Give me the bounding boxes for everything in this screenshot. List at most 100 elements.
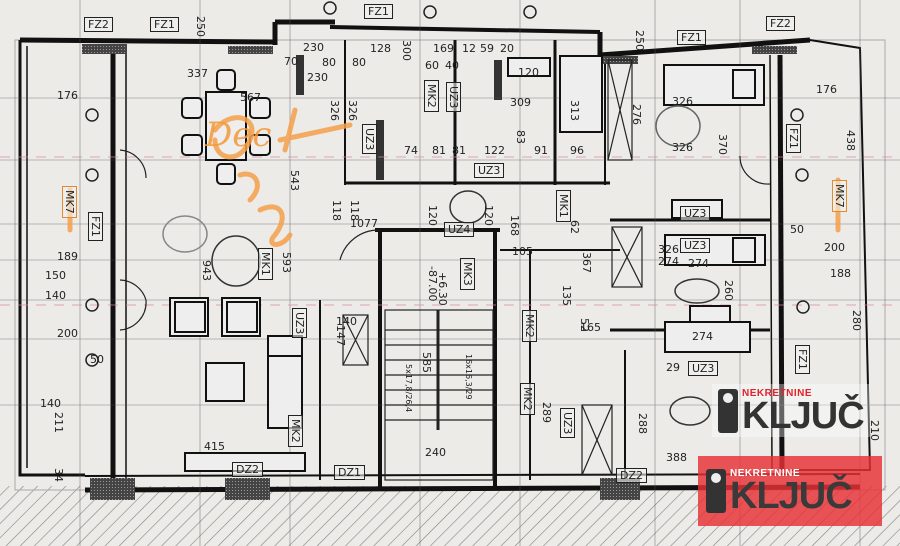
dim: 135 [560,285,573,306]
dim: 415 [204,440,225,453]
dim: 1077 [350,217,378,230]
watermark-brand: KLJUČ [742,395,865,437]
dim: 585 [420,352,433,373]
dim: 74 [404,144,418,157]
dim: 230 [303,41,324,54]
key-icon [718,388,738,433]
dim: 543 [288,170,301,191]
dim: 274 [692,330,713,343]
dim: 438 [844,130,857,151]
dim: 80 [352,56,366,69]
tag-fz1-right-top: FZ1 [677,30,706,45]
dim: 367 [580,252,593,273]
stair-label-b: 5x17,8/26,4 [404,364,413,413]
dim: 300 [400,40,413,61]
watermark-top-line: NEKRETNINE [742,388,813,399]
dim: 326 [672,141,693,154]
dim: 29 [666,361,680,374]
dim: 62 [568,220,581,234]
dim: 240 [425,446,446,459]
tag-fz1-center-top: FZ1 [364,4,393,19]
dim: 59 [480,42,494,55]
dim: 120 [426,205,439,226]
dim: 83 [514,130,527,144]
dim: 140 [40,397,61,410]
dim: 210 [868,420,881,441]
tag-mk7-right: MK7 [832,180,847,212]
tag-uz3-f: UZ3 [688,361,719,376]
tag-dz1: DZ1 [334,465,366,480]
dim: 176 [57,89,78,102]
dim: 326 [346,100,359,121]
tag-mk3-stair: MK3 [460,258,475,290]
dim: 140 [45,289,66,302]
dim: 260 [722,280,735,301]
dim: 168 [508,215,521,236]
dim: 188 [830,267,851,280]
tag-uz3-g: UZ3 [292,308,307,339]
dim: 150 [45,269,66,282]
dim: 313 [568,100,581,121]
tag-uz3-c: UZ3 [474,163,505,178]
tag-dz2-right: DZ2 [616,468,648,483]
dim: 12 [462,42,476,55]
tag-mk2-center: MK2 [522,310,537,342]
tag-mk7-left: MK7 [62,186,77,218]
dim: 70 [284,55,298,68]
dim: 276 [630,104,643,125]
dim: 309 [510,96,531,109]
dim: 230 [307,71,328,84]
watermark-top-line: NEKRETNINE [730,468,801,480]
dim: 91 [534,144,548,157]
dim: 943 [200,260,213,281]
tag-fz1-left-side: FZ1 [88,212,103,241]
tag-uz3-a: UZ3 [446,82,461,113]
tag-uz3-h: UZ3 [560,408,575,439]
tag-fz2-left: FZ2 [84,17,113,32]
tag-mk2-left-bath: MK2 [288,415,303,447]
dim: 52 [578,318,591,332]
stair-label-a: 16x16,3/29 [464,354,473,400]
dim: 40 [445,59,459,72]
dim: 165 [580,321,601,334]
tag-fz1-right-lower: FZ1 [795,345,810,374]
dim: 169 [433,42,454,55]
dim: 326 [328,100,341,121]
tag-uz3-e: UZ3 [680,238,711,253]
dim: 81 [432,144,446,157]
tag-fz2-right: FZ2 [766,16,795,31]
tag-dz2-left: DZ2 [232,462,264,477]
dim: 34 [52,468,65,482]
dim: 50 [90,353,104,366]
key-icon [706,469,726,513]
handwritten-annotation: Dec [205,115,272,155]
dim: 105 [512,245,533,258]
dim: 593 [280,252,293,273]
dim: 60 [425,59,439,72]
dim: 274 [688,257,709,270]
dim: 326 [658,243,679,256]
dim: 50 [790,223,804,236]
tag-mk1-living: MK1 [258,248,273,280]
dim: 147 [334,325,347,346]
dim: 80 [322,56,336,69]
tag-fz1-right-side: FZ1 [786,124,801,153]
dim: 120 [482,205,495,226]
dim: 337 [187,67,208,80]
dim: 250 [633,30,646,51]
tag-uz3-b: UZ3 [362,124,377,155]
dim: 200 [57,327,78,340]
tag-mk1-center: MK1 [556,190,571,222]
dim: 120 [518,66,539,79]
dim: 280 [850,310,863,331]
dim: 118 [330,200,343,221]
watermark-logo-red: NEKRETNINE KLJUČ [698,456,882,526]
dim: 122 [484,144,505,157]
tag-uz3-d: UZ3 [680,206,711,221]
dim: 81 [452,144,466,157]
watermark-logo: NEKRETNINE KLJUČ [712,384,870,438]
dim: 250 [194,16,207,37]
dim: 370 [716,134,729,155]
tag-mk2-bath: MK2 [424,80,439,112]
